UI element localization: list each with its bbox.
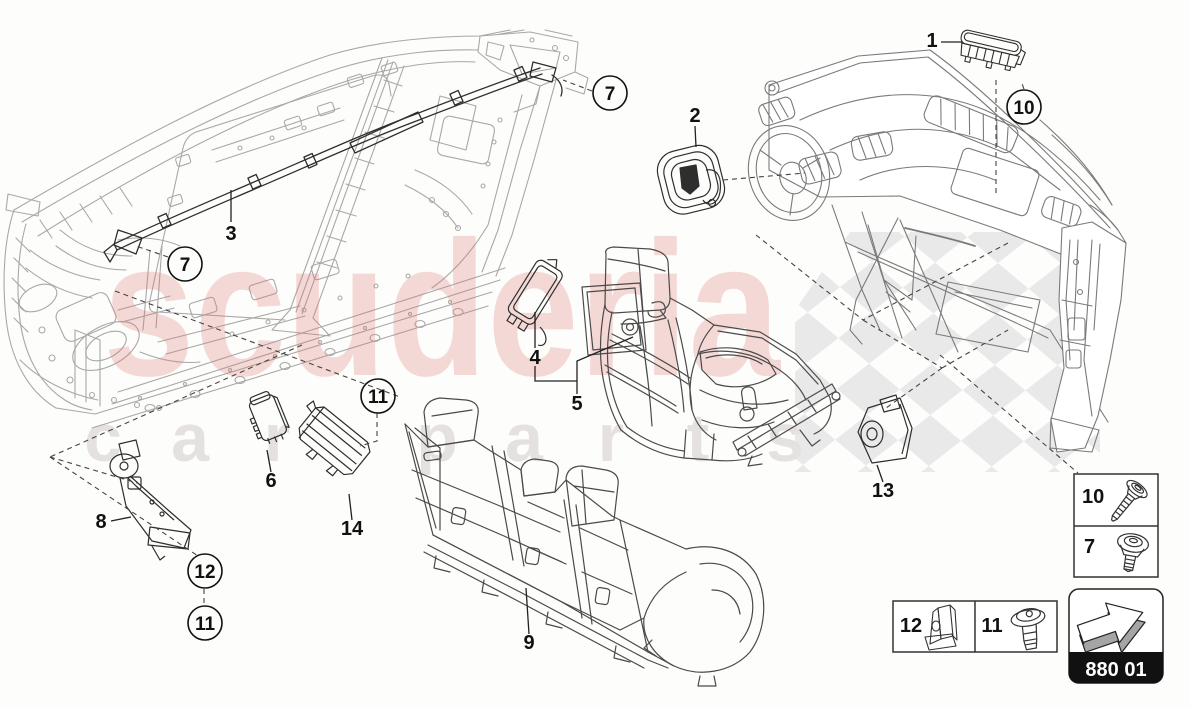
svg-text:2: 2	[689, 105, 700, 127]
svg-text:7: 7	[180, 255, 191, 276]
svg-text:10: 10	[1013, 98, 1034, 119]
svg-text:11: 11	[368, 387, 389, 408]
svg-text:5: 5	[571, 393, 582, 415]
svg-text:1: 1	[926, 30, 937, 52]
svg-text:7: 7	[1084, 536, 1095, 558]
svg-text:11: 11	[981, 615, 1002, 637]
svg-text:9: 9	[523, 632, 534, 654]
svg-text:10: 10	[1082, 486, 1104, 508]
svg-text:12: 12	[900, 615, 922, 637]
svg-text:11: 11	[195, 614, 216, 635]
svg-text:880 01: 880 01	[1085, 659, 1146, 681]
svg-text:7: 7	[605, 84, 616, 105]
svg-text:3: 3	[225, 223, 236, 245]
svg-text:12: 12	[194, 562, 215, 583]
svg-text:6: 6	[265, 470, 276, 492]
svg-text:8: 8	[95, 511, 106, 533]
svg-text:a: a	[171, 400, 210, 476]
svg-text:c: c	[84, 400, 122, 476]
svg-text:scuderia: scuderia	[103, 201, 781, 416]
svg-text:14: 14	[341, 518, 364, 540]
svg-text:t: t	[687, 400, 710, 476]
svg-text:4: 4	[529, 347, 541, 369]
svg-text:s: s	[766, 400, 804, 476]
svg-text:13: 13	[872, 480, 894, 502]
